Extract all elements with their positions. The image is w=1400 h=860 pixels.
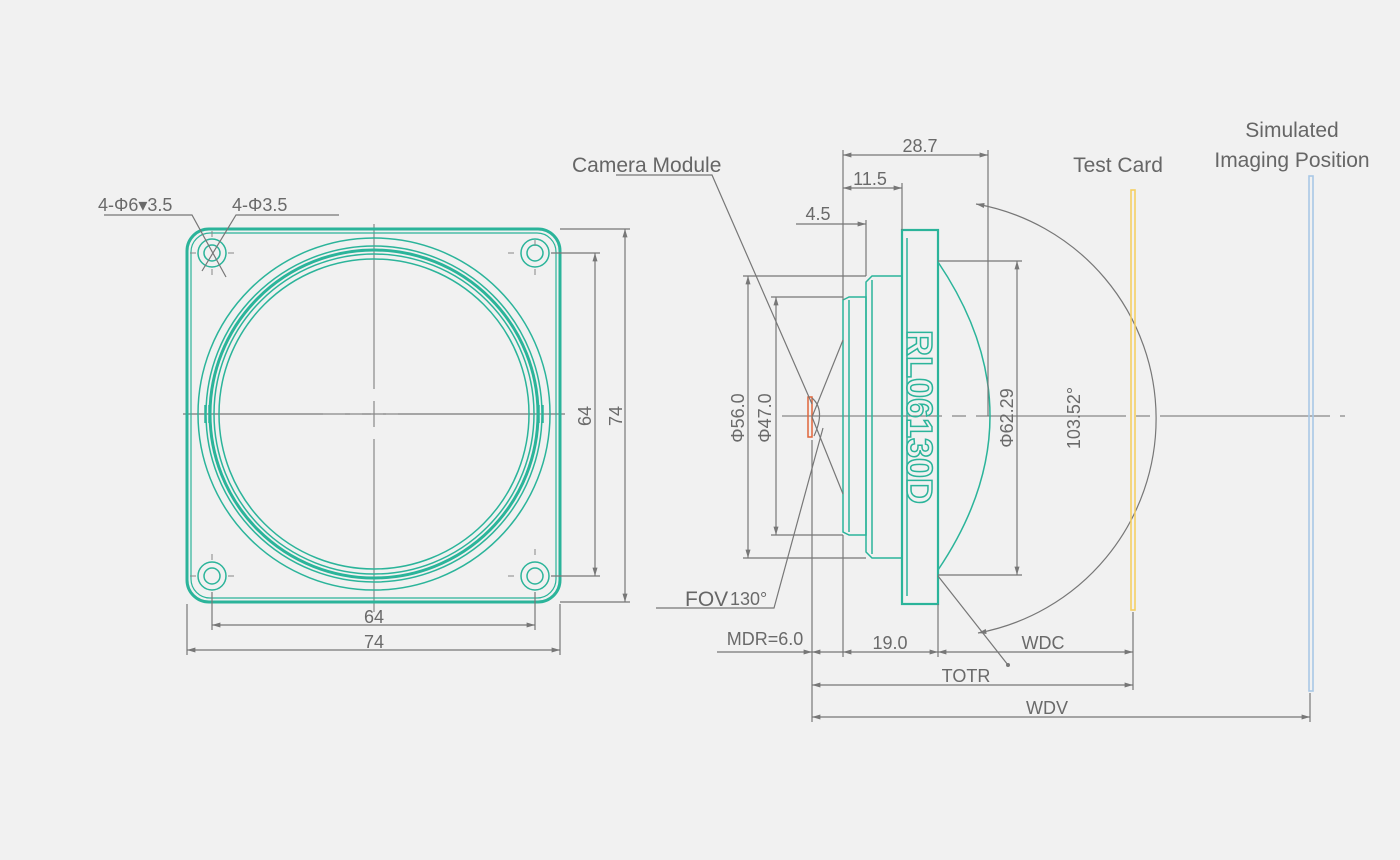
front-view: 4-Φ6▾3.5 4-Φ3.5 64 74 64 74: [98, 195, 630, 655]
imaging-plane: [1308, 175, 1314, 692]
dim-hole-spacing-h: 64: [364, 607, 384, 627]
dim-total-length: 28.7: [902, 136, 937, 156]
dim-body-length: 11.5: [853, 169, 887, 189]
hole-callout-thru: 4-Φ3.5: [232, 195, 287, 215]
lens-body: [842, 228, 991, 606]
mounting-hole-bl: [197, 561, 227, 591]
angle-label: 103.52°: [1064, 387, 1084, 449]
dim-mdr: MDR=6.0: [727, 629, 804, 649]
dim-dia-62: Φ62.29: [997, 388, 1017, 447]
mounting-holes: [190, 231, 557, 598]
mounting-hole-tl: [197, 238, 227, 268]
angle-leader-dot: [1006, 663, 1010, 667]
angle-arc: [937, 202, 1157, 666]
label-simulated-line1: Simulated: [1245, 119, 1338, 142]
hole-callout-leaders: [104, 214, 339, 278]
front-vertical-dims: [551, 228, 630, 603]
label-simulated-line2: Imaging Position: [1214, 149, 1369, 172]
dim-height-v: 74: [606, 406, 626, 426]
mounting-hole-br: [520, 561, 550, 591]
side-top-dims: [796, 150, 989, 416]
dim-front-step: 4.5: [805, 204, 830, 224]
fov-leader: [656, 427, 824, 609]
label-test-card: Test Card: [1073, 154, 1163, 177]
camera-module-leader: [616, 174, 813, 405]
dim-dia-47: Φ47.0: [755, 393, 775, 442]
side-view: RL06130D Camera Module FOV 130°: [572, 119, 1370, 722]
front-flange: [185, 227, 562, 604]
fov-lines: [811, 339, 844, 495]
dim-wdc: WDC: [1022, 633, 1065, 653]
dim-dia-56: Φ56.0: [728, 393, 748, 442]
side-diameter-dims: [743, 260, 1022, 576]
model-engraving: RL06130D: [899, 330, 940, 504]
dim-totr: TOTR: [942, 666, 991, 686]
dim-19: 19.0: [872, 633, 907, 653]
fov-value: 130°: [730, 589, 767, 609]
front-horizontal-dims: [186, 592, 561, 655]
front-center-lines: [183, 224, 565, 612]
dim-width-h: 74: [364, 632, 384, 652]
side-bottom-dims: [717, 440, 1311, 722]
hole-callout-counterbore: 4-Φ6▾3.5: [98, 195, 172, 215]
front-lens-circles: [197, 237, 551, 591]
dim-hole-spacing-v: 64: [575, 406, 595, 426]
label-camera-module: Camera Module: [572, 154, 721, 177]
dim-wdv: WDV: [1026, 698, 1068, 718]
test-card: [1130, 189, 1136, 611]
label-fov: FOV: [685, 588, 728, 611]
